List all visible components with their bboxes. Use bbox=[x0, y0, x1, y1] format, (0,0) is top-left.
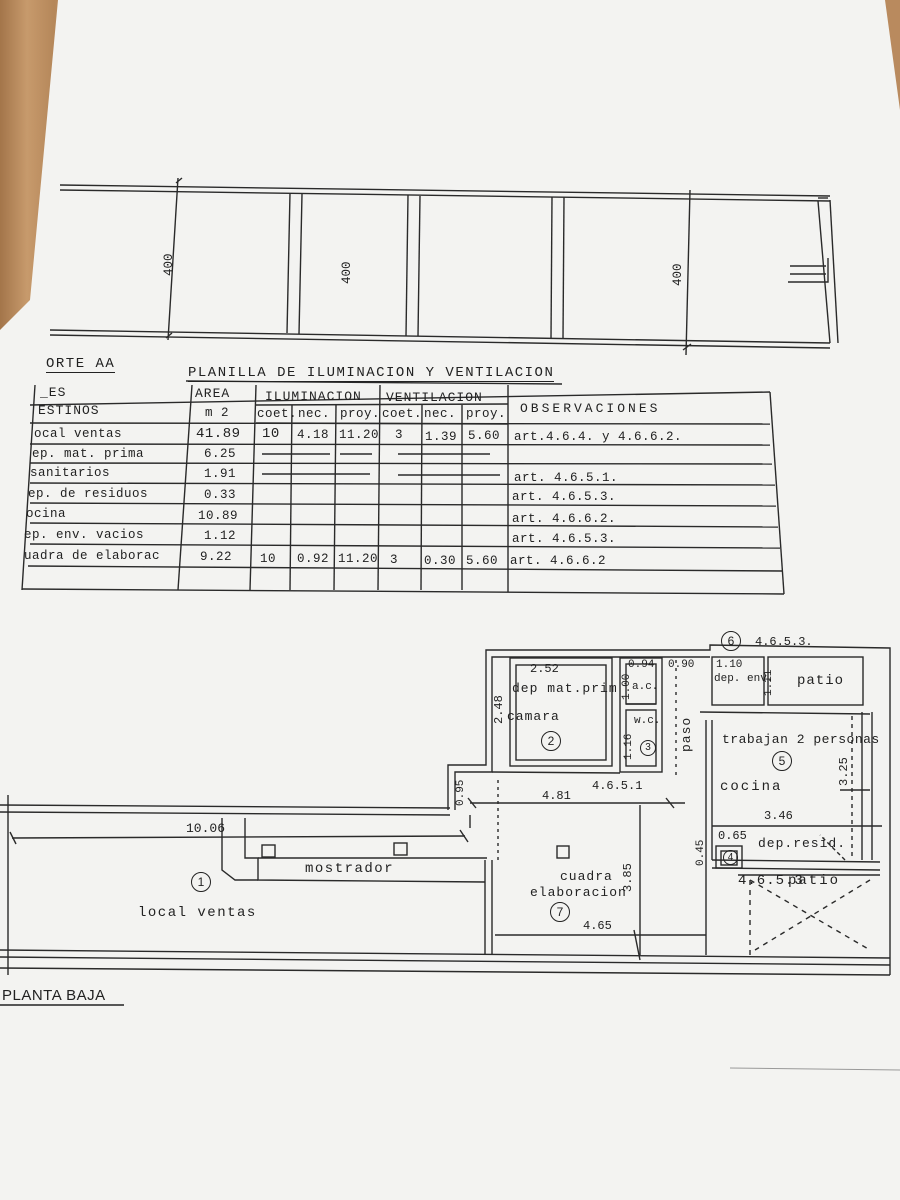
dim-252: 2.52 bbox=[530, 662, 559, 676]
cocina-label-1: trabajan 2 personas bbox=[722, 732, 880, 747]
dim-065: 0.65 bbox=[718, 829, 747, 843]
room-number-3: 3 bbox=[640, 740, 656, 756]
row-area: 1.91 bbox=[204, 467, 237, 481]
row-area: 41.89 bbox=[196, 426, 241, 442]
header-ve-nec: nec. bbox=[424, 407, 457, 421]
room-number-2: 2 bbox=[541, 731, 561, 751]
dim-465: 4.65 bbox=[583, 919, 612, 933]
room-number-4: 4 bbox=[723, 850, 738, 865]
patio-bottom-label: patio bbox=[788, 873, 841, 889]
dim-346: 3.46 bbox=[764, 809, 793, 823]
dim-045: 0.45 bbox=[695, 839, 707, 866]
cocina-label-2: cocina bbox=[720, 779, 783, 795]
row-obs: art. 4.6.5.1. bbox=[514, 471, 619, 485]
dep-resid-label: dep.resid. bbox=[758, 836, 847, 851]
dim-094: 0.94 bbox=[628, 659, 655, 671]
row-name: sanitarios bbox=[30, 466, 111, 480]
dim-248: 2.48 bbox=[492, 695, 506, 724]
dim-1006: 10.06 bbox=[186, 821, 226, 836]
row-ve-coef: 3 bbox=[395, 428, 404, 442]
row-obs: art. 4.6.6.2. bbox=[512, 512, 617, 526]
ref-patio: 4.6.5.3 bbox=[738, 873, 804, 889]
row-name: ocal ventas bbox=[34, 427, 123, 441]
row-name: uadra de elaborac bbox=[24, 549, 161, 563]
row-area: 1.12 bbox=[204, 529, 237, 543]
table-title: PLANILLA DE ILUMINACION Y VENTILACION bbox=[188, 365, 555, 382]
local-ventas-label: local ventas bbox=[138, 905, 257, 921]
deposito-label-2: camara bbox=[507, 709, 560, 724]
dim-325: 3.25 bbox=[837, 757, 851, 786]
row-ve-nec: 0.30 bbox=[424, 554, 457, 568]
header-area: AREA bbox=[195, 386, 231, 401]
row-area: 6.25 bbox=[204, 447, 237, 461]
mostrador-label: mostrador bbox=[305, 861, 395, 877]
section-title: ORTE AA bbox=[46, 356, 116, 373]
row-il-proy: 11.20 bbox=[339, 428, 380, 442]
paso-label: paso bbox=[679, 716, 694, 752]
header-ve-coef: coet. bbox=[382, 407, 423, 421]
patio-top-label: patio bbox=[797, 673, 845, 689]
plan-title: PLANTA BAJA bbox=[2, 987, 106, 1004]
cuadra-label-1: cuadra bbox=[560, 869, 613, 884]
row-il-coef: 10 bbox=[262, 426, 280, 442]
dim-095: 0.95 bbox=[455, 779, 467, 806]
ref-dep-env: 4.6.5.3. bbox=[755, 635, 813, 649]
dep-env-label: dep. env. bbox=[714, 673, 774, 685]
header-iluminacion: ILUMINACION bbox=[265, 389, 362, 404]
row-ve-proy: 5.60 bbox=[466, 554, 499, 568]
sanit-label-1: a.c. bbox=[632, 681, 659, 693]
row-il-coef: 10 bbox=[260, 552, 277, 566]
header-il-nec: nec. bbox=[298, 407, 331, 421]
row-obs: art.4.6.4. y 4.6.6.2. bbox=[514, 430, 683, 444]
dim-385: 3.85 bbox=[621, 863, 635, 892]
dim-116: 1.16 bbox=[623, 733, 635, 760]
row-name: ocina bbox=[26, 507, 67, 521]
row-ve-nec: 1.39 bbox=[425, 430, 458, 444]
deposito-label-1: dep mat.prim bbox=[512, 681, 618, 696]
room-number-5: 5 bbox=[772, 751, 792, 771]
room-number-7: 7 bbox=[550, 902, 570, 922]
section-dim-2: 400 bbox=[340, 261, 354, 284]
dim-110: 1.10 bbox=[716, 659, 743, 671]
header-il-coef: coet. bbox=[257, 407, 298, 421]
row-name: ep. de residuos bbox=[28, 487, 149, 501]
row-obs: art. 4.6.5.3. bbox=[512, 532, 617, 546]
row-ve-coef: 3 bbox=[390, 553, 399, 567]
row-name: ep. env. vacios bbox=[24, 528, 145, 542]
section-dim-3: 400 bbox=[671, 263, 685, 286]
dim-090: 0.90 bbox=[668, 659, 695, 671]
header-il-proy: proy. bbox=[340, 407, 381, 421]
plan-drawing bbox=[0, 644, 891, 976]
row-obs: art. 4.6.5.3. bbox=[512, 490, 617, 504]
row-name: ep. mat. prima bbox=[32, 447, 145, 461]
ref-sanit: 4.6.5.1 bbox=[592, 779, 643, 793]
row-il-proy: 11.20 bbox=[338, 552, 379, 566]
header-ventilacion: VENTILACION bbox=[386, 390, 483, 405]
table-grid bbox=[21, 380, 785, 595]
section-aa-drawing bbox=[49, 177, 839, 356]
header-observaciones: OBSERVACIONES bbox=[520, 401, 661, 416]
row-ve-proy: 5.60 bbox=[468, 429, 501, 443]
header-area-unit: m 2 bbox=[205, 406, 230, 420]
row-il-nec: 0.92 bbox=[297, 552, 330, 566]
cuadra-label-2: elaboracion bbox=[530, 885, 627, 900]
header-ve-proy: proy. bbox=[466, 407, 507, 421]
sanit-label-2: w.c. bbox=[634, 715, 661, 727]
dim-481: 4.81 bbox=[542, 789, 571, 803]
header-locales-2: ESTINOS bbox=[38, 403, 100, 418]
section-dim-1: 400 bbox=[162, 253, 176, 276]
room-number-1: 1 bbox=[191, 872, 211, 892]
row-area: 10.89 bbox=[198, 509, 239, 523]
row-il-nec: 4.18 bbox=[297, 428, 330, 442]
room-number-6: 6 bbox=[721, 631, 741, 651]
dim-111: 1.11 bbox=[763, 669, 775, 696]
row-area: 0.33 bbox=[204, 488, 237, 502]
header-locales-1: _ES bbox=[40, 385, 67, 400]
row-area: 9.22 bbox=[200, 550, 233, 564]
row-obs: art. 4.6.6.2 bbox=[510, 554, 607, 568]
